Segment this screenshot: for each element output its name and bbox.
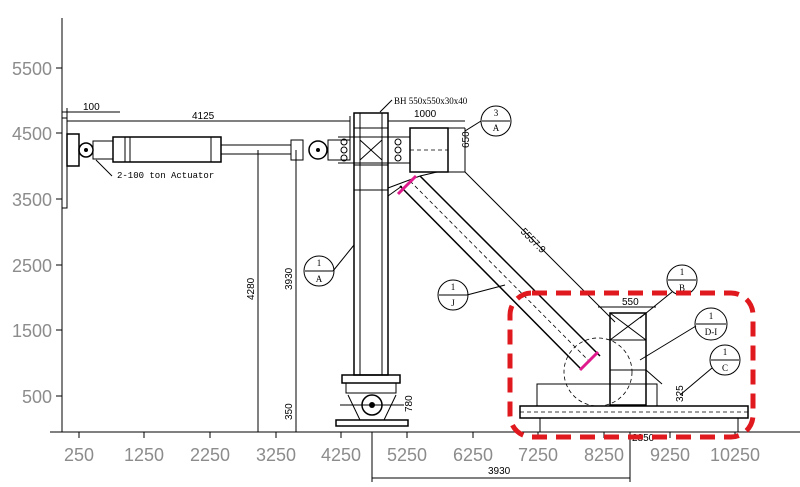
x-tick-label: 5250 [387, 445, 427, 465]
callout-1-D-I-bottom: D-I [705, 327, 718, 337]
callout-1-B-top: 1 [680, 267, 685, 277]
y-tick-label: 4500 [12, 124, 52, 144]
callout-3-A [464, 105, 512, 137]
callout-1-A-top: 1 [317, 258, 322, 268]
dim-2850: 2850 [632, 433, 655, 444]
highlight-frame [507, 290, 756, 440]
callout-3-A-bottom: A [493, 123, 500, 133]
callout-1-C [679, 344, 741, 396]
actuator-label: 2-100 ton Actuator [117, 171, 214, 181]
actuator-pin-right [308, 140, 328, 160]
dimension-bottom [371, 432, 631, 482]
callout-1-A [303, 244, 355, 287]
x-tick-label: 8250 [584, 445, 624, 465]
dim-325: 325 [675, 385, 686, 402]
dim-4280: 4280 [246, 277, 257, 300]
x-tick-label: 6250 [453, 445, 493, 465]
dim-3930-vertical: 3930 [284, 267, 295, 290]
callout-1-J [437, 279, 506, 311]
axes: 500 1500 2500 3500 4500 5500 250 1250 22… [12, 18, 800, 465]
vertical-dimensions [257, 150, 297, 432]
y-tick-label: 500 [22, 387, 52, 407]
base-frame [519, 306, 749, 432]
diagonal-brace [387, 171, 601, 369]
dim-550: 550 [622, 297, 639, 308]
dim-line-5557 [464, 171, 616, 323]
dim-780: 780 [404, 395, 415, 412]
beam-section-label: BH 550x550x30x40 [394, 96, 468, 106]
dim-4125: 4125 [192, 111, 215, 122]
detail-circle [563, 337, 633, 407]
dim-5557: 5557.9 [518, 226, 548, 256]
x-tick-label: 2250 [190, 445, 230, 465]
actuator-cylinder [112, 136, 222, 163]
callout-1-B-bottom: B [679, 283, 685, 293]
x-tick-label: 9250 [650, 445, 690, 465]
dim-1000: 1000 [414, 109, 437, 120]
callout-1-J-bottom: J [451, 298, 455, 308]
dim-350: 350 [284, 403, 295, 420]
dim-650: 650 [461, 131, 472, 148]
actuator-end-plate-left [66, 133, 80, 167]
column-flange [353, 112, 389, 376]
y-tick-label: 3500 [12, 190, 52, 210]
callout-1-C-top: 1 [723, 347, 728, 357]
dim-3930-horizontal: 3930 [488, 466, 511, 477]
actuator [66, 133, 351, 177]
beam-section-leader [379, 99, 393, 113]
callout-1-C-bottom: C [722, 363, 728, 373]
dimension-top [62, 108, 351, 140]
y-tick-label: 1500 [12, 321, 52, 341]
main-column [338, 112, 410, 376]
callout-1-J-top: 1 [451, 282, 456, 292]
actuator-rod [220, 144, 292, 155]
callout-1-D-I [639, 307, 728, 361]
top-beam [388, 120, 466, 173]
y-tick-label: 2500 [12, 256, 52, 276]
column-base [335, 374, 409, 427]
weld-mark-bottom [578, 350, 600, 372]
x-tick-label: 3250 [256, 445, 296, 465]
callout-3-A-top: 3 [494, 108, 499, 118]
x-tick-label: 10250 [710, 445, 760, 465]
callout-1-A-bottom: A [316, 274, 323, 284]
x-tick-label: 4250 [321, 445, 361, 465]
x-tick-label: 1250 [124, 445, 164, 465]
dim-100: 100 [83, 102, 100, 113]
y-tick-label: 5500 [12, 59, 52, 79]
x-tick-label: 250 [64, 445, 94, 465]
weld-mark-top [396, 174, 418, 196]
actuator-leader [95, 159, 113, 177]
x-tick-label: 7250 [518, 445, 558, 465]
callout-1-D-I-top: 1 [709, 311, 714, 321]
